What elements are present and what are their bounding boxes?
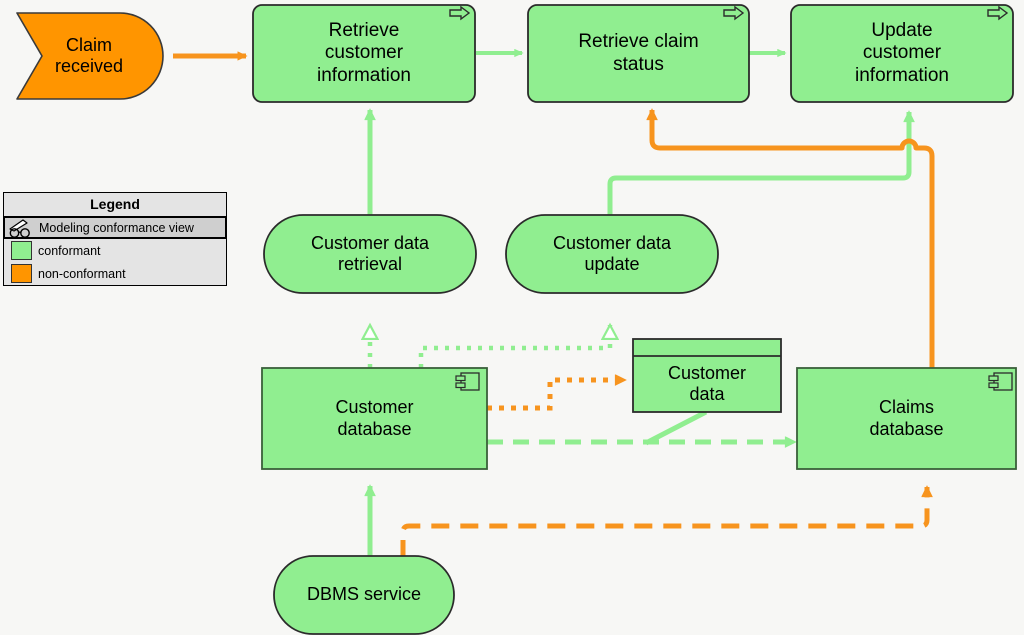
legend-title: Legend	[90, 196, 140, 212]
relation-dbms-service-to-claims-database	[400, 487, 927, 558]
node-retrieve-claim-status[interactable]	[527, 4, 750, 103]
process-arrow-icon	[723, 5, 745, 21]
node-claim-received[interactable]	[16, 12, 164, 100]
node-update-customer-information[interactable]	[790, 4, 1014, 103]
legend-label-conformant: conformant	[38, 243, 101, 258]
node-customer-data-update[interactable]	[505, 214, 719, 294]
relation-customer-data-update-to-update-customer-information	[607, 112, 909, 215]
node-customer-data-retrieval[interactable]	[263, 214, 477, 294]
relation-claims-database-to-retrieve-claim-status	[652, 110, 935, 368]
legend-swatch-cell	[4, 241, 38, 260]
legend-row-view[interactable]: Modeling conformance view	[3, 216, 227, 239]
relation-customer-data-association	[644, 409, 708, 446]
process-arrow-icon	[449, 5, 471, 21]
legend-label-non-conformant: non-conformant	[38, 266, 126, 281]
glasses-icon	[5, 218, 39, 238]
legend-swatch-conformant	[10, 241, 32, 260]
legend-swatch-non-conformant	[10, 264, 32, 283]
process-arrow-icon	[987, 5, 1009, 21]
relation-customer-database-to-customer-data	[487, 380, 625, 411]
node-retrieve-customer-information[interactable]	[252, 4, 476, 103]
legend-panel[interactable]: Legend Modeling conformance view conform…	[3, 192, 227, 286]
legend-swatch-cell	[4, 264, 38, 283]
node-customer-data[interactable]	[632, 338, 782, 413]
node-customer-database[interactable]	[261, 367, 488, 470]
node-claims-database[interactable]	[796, 367, 1017, 470]
legend-row-conformant[interactable]: conformant	[4, 239, 226, 262]
legend-row-non-conformant[interactable]: non-conformant	[4, 262, 226, 285]
relation-customer-database-to-customer-data-update	[418, 325, 610, 368]
component-icon	[988, 372, 1013, 391]
node-dbms-service[interactable]	[273, 555, 455, 635]
component-icon	[455, 372, 480, 391]
legend-view-label: Modeling conformance view	[39, 220, 194, 235]
glasses-icon-svg	[9, 218, 30, 238]
